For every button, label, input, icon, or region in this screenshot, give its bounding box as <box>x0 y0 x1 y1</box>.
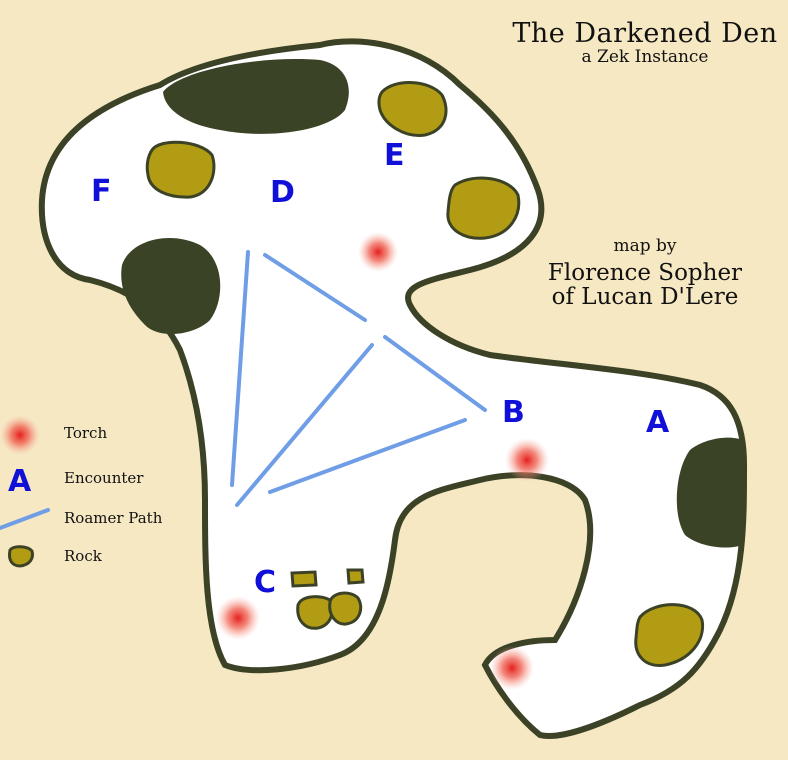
rock <box>446 176 521 240</box>
path-segment-legend <box>0 508 50 530</box>
title-block: The Darkened Den a Zek Instance <box>500 18 788 67</box>
credit-guild: of Lucan D'Lere <box>551 284 739 310</box>
legend-roamer-path-label: Roamer Path <box>64 509 163 527</box>
shadow-left <box>121 237 221 335</box>
path-segment <box>263 253 367 322</box>
torch-legend <box>0 415 40 455</box>
encounter-label-e: E <box>384 138 405 173</box>
path-segment <box>383 335 487 412</box>
legend-encounter-label: Encounter <box>64 469 144 487</box>
legend-encounter-symbol: A <box>8 464 32 499</box>
legend-rock-label: Rock <box>64 547 102 565</box>
path-segment <box>268 418 467 494</box>
rock <box>346 568 365 585</box>
map-subtitle: a Zek Instance <box>581 47 709 67</box>
rock <box>634 603 705 667</box>
path-segment <box>235 343 374 507</box>
rock <box>290 570 318 588</box>
shadow-top <box>163 59 349 134</box>
torch <box>505 438 549 482</box>
rock <box>328 591 363 626</box>
encounter-label-b: B <box>502 395 525 430</box>
torches <box>0 232 549 690</box>
torch <box>216 596 260 640</box>
encounter-label-a: A <box>646 405 670 440</box>
rock <box>377 81 448 137</box>
torch <box>490 646 534 690</box>
cave-outline <box>38 38 748 739</box>
rock <box>145 140 216 199</box>
shadow-right <box>676 437 742 548</box>
torch <box>358 232 398 272</box>
credit-author: Florence Sopher <box>547 260 743 286</box>
encounter-label-c: C <box>254 565 277 600</box>
legend-torch-label: Torch <box>64 424 108 442</box>
rock-legend <box>8 545 34 568</box>
credit-block: map by Florence Sopher of Lucan D'Lere <box>520 236 770 310</box>
rock <box>296 595 334 630</box>
encounter-label-d: D <box>270 175 295 210</box>
path-segment <box>230 250 250 487</box>
map-title: The Darkened Den <box>512 18 778 49</box>
roamer-paths <box>0 250 487 530</box>
credit-label: map by <box>613 236 677 256</box>
rocks <box>8 81 705 667</box>
encounter-label-f: F <box>91 174 112 209</box>
